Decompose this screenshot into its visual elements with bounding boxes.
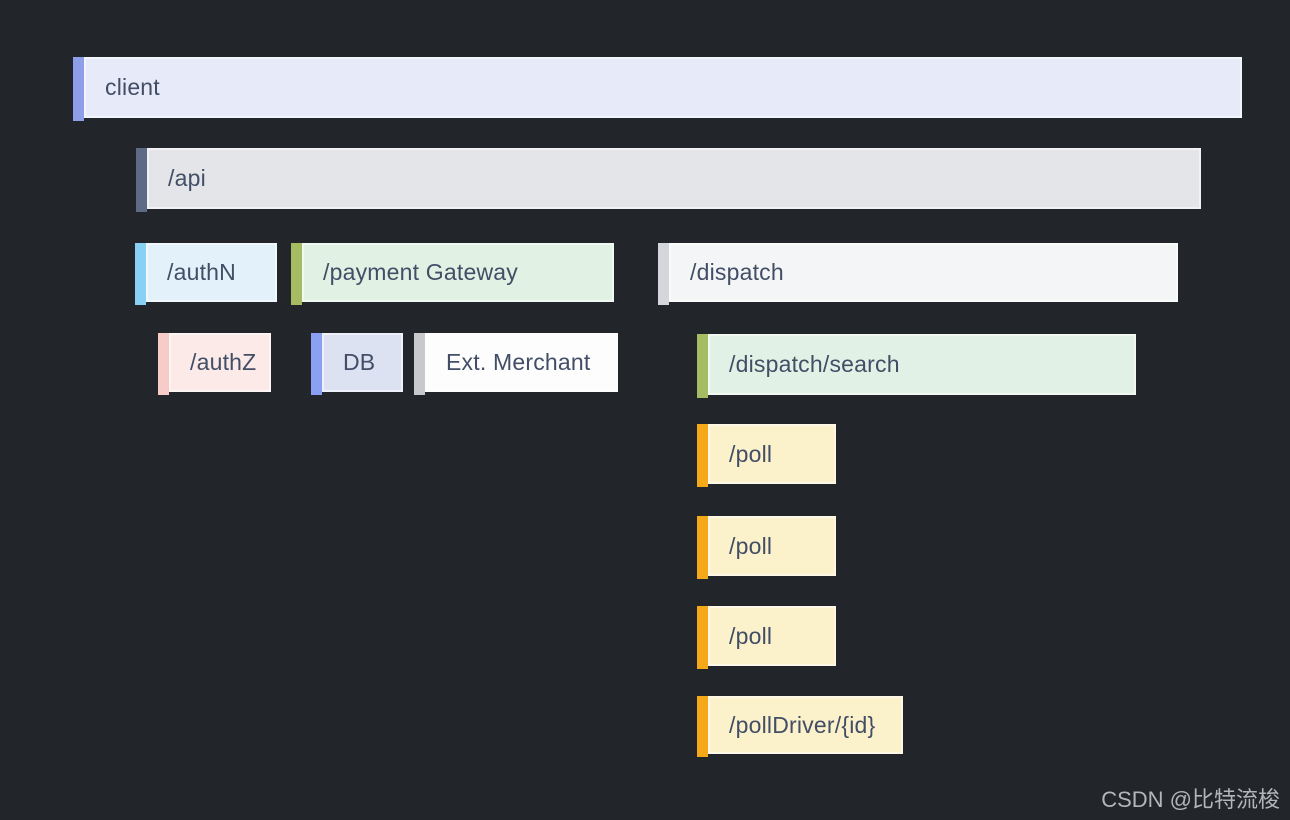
span-accent: [73, 57, 84, 121]
span-bar-poll-driver: /pollDriver/{id}: [697, 696, 903, 757]
span-label: Ext. Merchant: [446, 349, 591, 375]
span-bar-poll-1: /poll: [697, 424, 836, 487]
span-body: /authN: [146, 243, 277, 302]
span-accent: [697, 334, 708, 398]
span-label: /poll: [729, 440, 773, 467]
span-body: DB: [322, 333, 403, 392]
watermark: CSDN @比特流梭: [1101, 787, 1280, 812]
span-bar-poll-2: /poll: [697, 516, 836, 579]
span-accent: [697, 424, 708, 487]
span-accent: [158, 333, 169, 395]
span-body: /dispatch/search: [708, 334, 1136, 395]
span-accent: [697, 606, 708, 669]
span-body: Ext. Merchant: [425, 333, 618, 392]
span-accent: [135, 243, 146, 305]
span-bar-payment-gateway: /payment Gateway: [291, 243, 614, 305]
span-label: /dispatch: [690, 259, 784, 285]
span-body: /poll: [708, 424, 836, 484]
span-bar-client: client: [73, 57, 1242, 121]
span-accent: [414, 333, 425, 395]
span-label: client: [105, 74, 160, 100]
span-body: client: [84, 57, 1242, 118]
span-body: /pollDriver/{id}: [708, 696, 903, 754]
span-label: /authN: [167, 259, 236, 285]
span-bar-dispatch: /dispatch: [658, 243, 1178, 305]
span-body: /api: [147, 148, 1201, 209]
span-body: /poll: [708, 606, 836, 666]
span-bar-dispatch-search: /dispatch/search: [697, 334, 1136, 398]
span-bar-db: DB: [311, 333, 403, 395]
span-accent: [311, 333, 322, 395]
span-accent: [697, 696, 708, 757]
span-label: /authZ: [190, 349, 257, 375]
span-body: /payment Gateway: [302, 243, 614, 302]
span-label: /dispatch/search: [729, 351, 900, 377]
span-label: /poll: [729, 622, 773, 649]
span-bar-poll-3: /poll: [697, 606, 836, 669]
span-body: /dispatch: [669, 243, 1178, 302]
span-bar-authz: /authZ: [158, 333, 271, 395]
span-bar-authn: /authN: [135, 243, 277, 305]
span-label: DB: [343, 349, 376, 375]
span-body: /poll: [708, 516, 836, 576]
span-accent: [658, 243, 669, 305]
span-accent: [697, 516, 708, 579]
span-bar-ext-merchant: Ext. Merchant: [414, 333, 618, 395]
span-label: /api: [168, 165, 206, 191]
span-label: /payment Gateway: [323, 259, 518, 285]
span-label: /pollDriver/{id}: [729, 711, 876, 738]
span-accent: [291, 243, 302, 305]
span-label: /poll: [729, 532, 773, 559]
span-accent: [136, 148, 147, 212]
span-body: /authZ: [169, 333, 271, 392]
span-bar-api: /api: [136, 148, 1201, 212]
